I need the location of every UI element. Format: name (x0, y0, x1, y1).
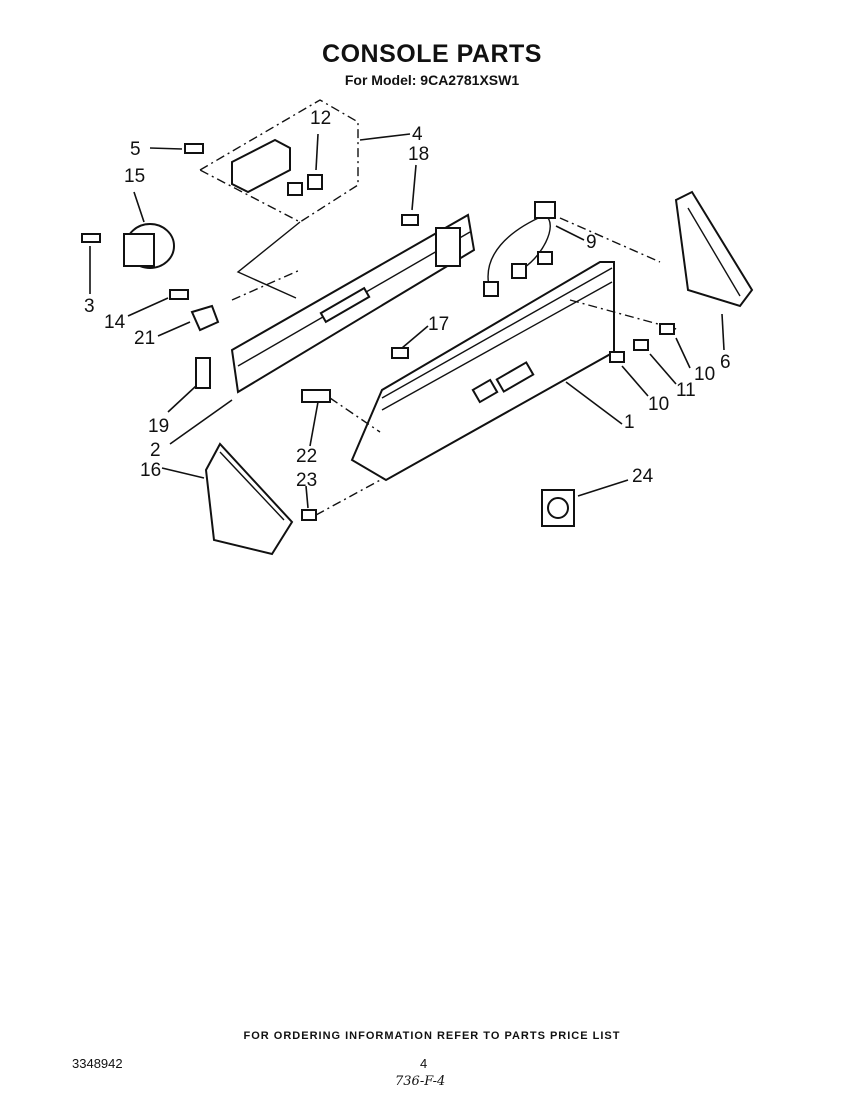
callout-2: 2 (150, 440, 161, 461)
leader-line (149, 147, 183, 150)
harness-connector (537, 251, 553, 265)
callout-9: 9 (586, 232, 597, 253)
leader-line (555, 225, 585, 241)
callout-21: 21 (134, 328, 155, 349)
clip-part (190, 304, 220, 332)
knob-part (547, 497, 569, 519)
console-edge (381, 281, 613, 411)
callout-10b: 10 (648, 394, 669, 415)
harness-connector (534, 201, 556, 219)
callout-18: 18 (408, 144, 429, 165)
leader-line (127, 297, 169, 317)
callout-10a: 10 (694, 364, 715, 385)
console-edge (381, 267, 613, 399)
screw-part (81, 233, 101, 243)
end-cap-left-part (204, 442, 294, 556)
end-cap-right-part (674, 190, 754, 308)
console-part (350, 261, 615, 482)
wire-lead (236, 221, 301, 299)
callout-14: 14 (104, 312, 126, 333)
harness-connector (511, 263, 527, 279)
screw-part (169, 289, 189, 300)
callout-16: 16 (140, 460, 161, 481)
leader-line (169, 399, 233, 445)
leader-line (565, 381, 623, 425)
console-window (495, 361, 535, 393)
leader-line (315, 133, 319, 171)
timer-bracket-part (123, 233, 155, 267)
spacer-part (195, 357, 211, 389)
screw-part (633, 339, 649, 351)
harness-connector (483, 281, 499, 297)
end-cap-right-edge (687, 207, 741, 297)
page-number: 4 (420, 1056, 428, 1071)
leader-line (621, 365, 649, 397)
leader-line (305, 485, 309, 509)
callout-11: 11 (676, 380, 696, 401)
end-cap-left-edge (219, 451, 285, 521)
page-title: CONSOLE PARTS (322, 40, 542, 68)
leader-line (359, 133, 411, 141)
leader-line (309, 401, 319, 447)
leader-line (133, 191, 145, 223)
screw-part (609, 351, 625, 363)
screw-part (401, 214, 419, 226)
assembly-leader (231, 269, 301, 301)
screw-part (659, 323, 675, 335)
screw-part (184, 143, 204, 154)
callout-22: 22 (296, 446, 317, 467)
leader-line (167, 385, 197, 413)
leader-line (721, 313, 725, 351)
bulb-part (391, 347, 409, 359)
callout-3: 3 (84, 296, 95, 317)
callout-5: 5 (130, 139, 141, 160)
screw-part (301, 509, 317, 521)
switch-terminal-part (287, 182, 303, 196)
callout-19: 19 (148, 416, 169, 437)
end-cap-leader (315, 477, 385, 516)
switch-assembly-boundary (198, 99, 359, 223)
panel-bracket (435, 227, 461, 267)
callout-12: 12 (310, 108, 331, 129)
switch-block-part (231, 138, 291, 194)
callout-1: 1 (624, 412, 635, 433)
leader-line (401, 325, 429, 349)
leader-line (577, 479, 629, 497)
callout-4: 4 (412, 124, 423, 145)
model-subtitle: For Model: 9CA2781XSW1 (344, 72, 520, 88)
console-window (471, 378, 499, 404)
leader-line (411, 164, 417, 211)
callout-6: 6 (720, 352, 731, 373)
handwritten-note: 736-F-4 (395, 1074, 446, 1089)
switch-terminal-part (307, 174, 323, 190)
callout-23: 23 (296, 470, 317, 491)
leader-line (161, 467, 205, 479)
callout-24: 24 (632, 466, 654, 487)
leader-lines (89, 133, 725, 509)
console-attach-leader (559, 217, 661, 263)
clip-part (301, 389, 331, 403)
document-number: 3348942 (72, 1056, 123, 1071)
callout-15: 15 (124, 166, 145, 187)
leader-line (649, 353, 677, 385)
ordering-note: FOR ORDERING INFORMATION REFER TO PARTS … (243, 1030, 621, 1042)
callout-17: 17 (428, 314, 449, 335)
panel-slot (319, 286, 371, 324)
leader-line (157, 321, 191, 337)
leader-line (675, 337, 691, 369)
